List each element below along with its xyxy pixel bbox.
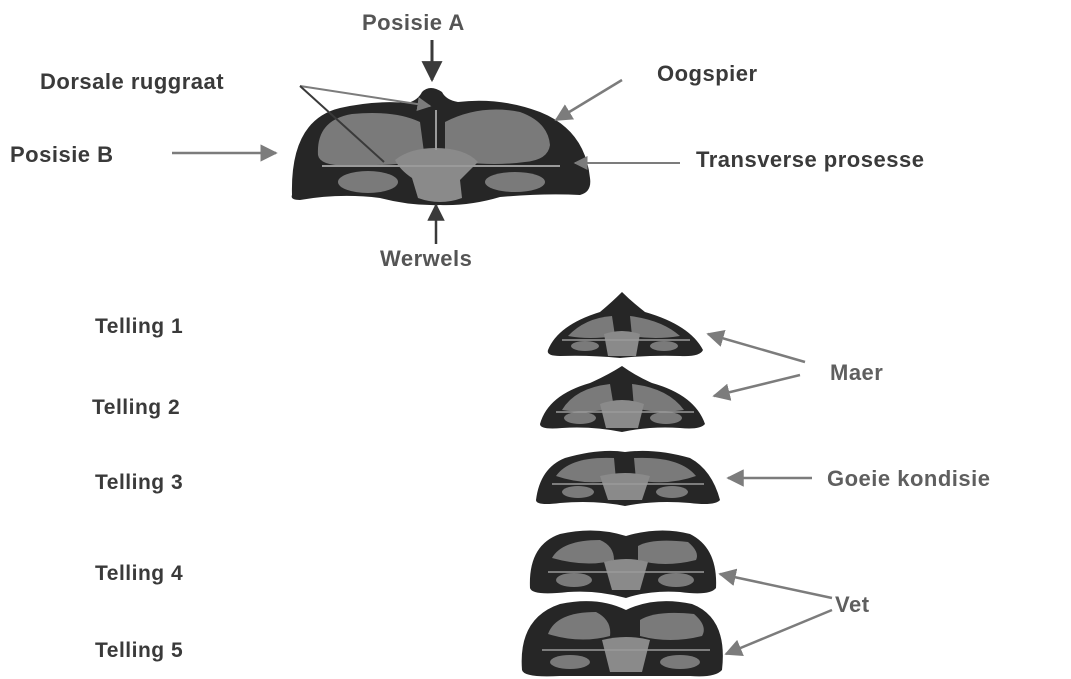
score-4-label: Telling 4	[95, 562, 183, 585]
score-3-row: Telling 3	[95, 450, 720, 506]
maer-arrow-2	[712, 373, 801, 401]
score-4-row: Telling 4	[95, 530, 717, 598]
group-arrows	[706, 329, 833, 657]
score-4-cross-section	[529, 530, 717, 598]
main-cross-section	[291, 88, 591, 206]
score-5-row: Telling 5	[95, 601, 723, 677]
score-4-muscle-left	[552, 540, 614, 564]
dorsale-ruggraat-arrow	[299, 85, 432, 112]
oogspier-arrow	[554, 78, 623, 122]
score-1-muscle-right	[630, 316, 680, 338]
score-1-cross-section	[547, 292, 703, 358]
transverse-prosesse-label: Transverse prosesse	[696, 147, 924, 172]
score-2-muscle-right	[632, 384, 684, 412]
score-4-vertebra	[604, 559, 648, 590]
posisie-a-label: Posisie A	[362, 10, 465, 35]
vet-arrow-2	[724, 608, 833, 657]
score-4-lower-right	[658, 573, 694, 587]
score-1-lower-right	[650, 341, 678, 351]
score-3-label: Telling 3	[95, 471, 183, 494]
score-1-row: Telling 1	[95, 292, 703, 358]
werwels-label: Werwels	[380, 246, 472, 271]
dorsale-ruggraat-line	[299, 85, 385, 163]
eye-muscle-right	[445, 109, 550, 164]
score-2-lower-right	[650, 412, 682, 424]
score-5-label: Telling 5	[95, 639, 183, 662]
score-1-vertebra	[604, 331, 640, 356]
score-3-lower-right	[656, 486, 688, 498]
score-2-row: Telling 2	[92, 366, 705, 432]
posisie-b-label: Posisie B	[10, 142, 114, 167]
lower-muscle-left	[338, 171, 398, 193]
score-1-label: Telling 1	[95, 315, 183, 338]
score-4-lower-left	[556, 573, 592, 587]
dorsale-ruggraat-label: Dorsale ruggraat	[40, 69, 224, 94]
goeie-kondisie-label: Goeie kondisie	[827, 466, 991, 491]
score-3-lower-left	[562, 486, 594, 498]
score-1-muscle-left	[568, 316, 615, 338]
score-5-vertebra	[602, 637, 650, 672]
score-5-cross-section	[521, 601, 723, 677]
maer-arrow-1	[706, 329, 806, 364]
vertebra	[395, 148, 478, 202]
score-1-lower-left	[571, 341, 599, 351]
score-5-muscle-left	[548, 612, 611, 640]
main-arrows	[172, 40, 680, 244]
score-3-cross-section	[536, 450, 720, 506]
lower-muscle-right	[485, 172, 545, 192]
score-5-lower-right	[660, 655, 700, 669]
score-2-label: Telling 2	[92, 396, 180, 419]
score-5-muscle-right	[640, 612, 704, 640]
score-3-vertebra	[600, 473, 650, 500]
vet-arrow-1	[718, 568, 833, 600]
score-2-lower-left	[564, 412, 596, 424]
score-2-cross-section	[540, 366, 705, 432]
score-2-vertebra	[600, 400, 644, 428]
vet-label: Vet	[835, 592, 870, 617]
score-5-lower-left	[550, 655, 590, 669]
oogspier-label: Oogspier	[657, 61, 758, 86]
score-4-muscle-right	[638, 540, 697, 564]
maer-label: Maer	[830, 360, 883, 385]
